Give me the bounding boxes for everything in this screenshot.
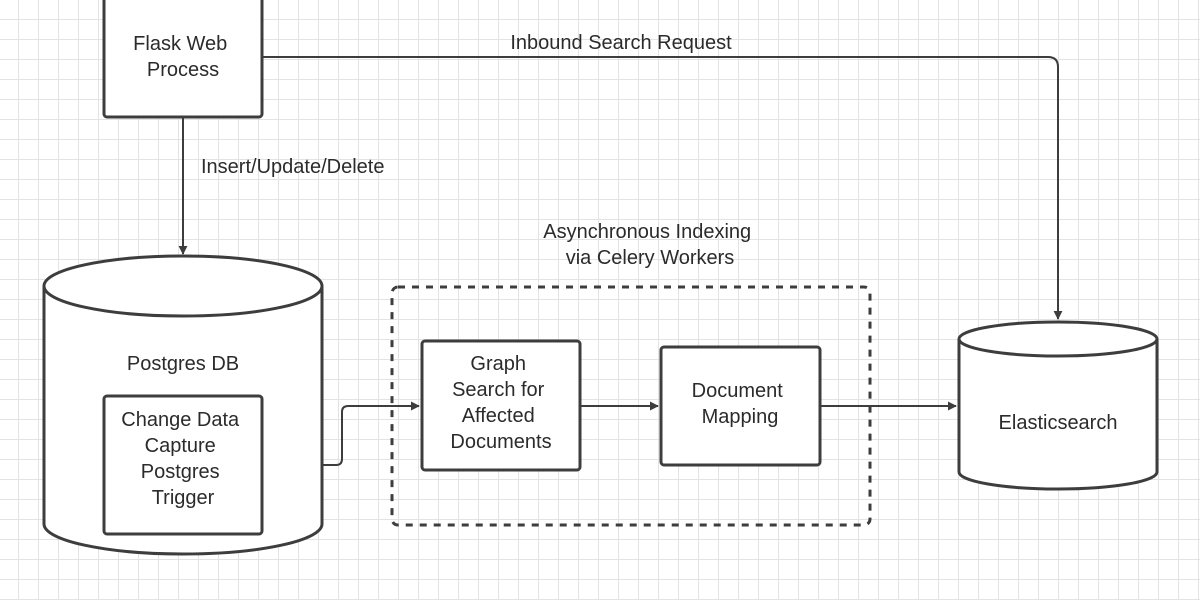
async-indexing-group-label: Asynchronous Indexing via Celery Workers (543, 221, 756, 269)
cdc-trigger-box (102, 394, 264, 536)
postgres-db-label: Postgres DB (127, 353, 239, 375)
edge-cdc-to-graph-search (262, 401, 420, 466)
flask-web-process-box (102, 0, 264, 119)
document-mapping-box (659, 345, 822, 467)
cdc-trigger-label: Change Data Capture Postgres Trigger (121, 409, 244, 509)
elasticsearch-cylinder-rim (957, 338, 1159, 358)
elasticsearch-label: Elasticsearch (999, 412, 1118, 434)
flask-web-process-label: Flask Web Process (133, 33, 233, 81)
async-indexing-group-border (390, 285, 872, 527)
label-insert-update-delete: Insert/Update/Delete (201, 156, 384, 178)
label-inbound-search-request: Inbound Search Request (510, 32, 732, 54)
elasticsearch-cylinder (957, 320, 1159, 491)
edge-inbound-search-request (262, 56, 1063, 320)
graph-search-label: Graph Search for Affected Documents (450, 353, 551, 453)
document-mapping-label: Document Mapping (692, 380, 789, 428)
postgres-db-cylinder-rim (42, 285, 324, 318)
graph-search-box (420, 339, 582, 472)
